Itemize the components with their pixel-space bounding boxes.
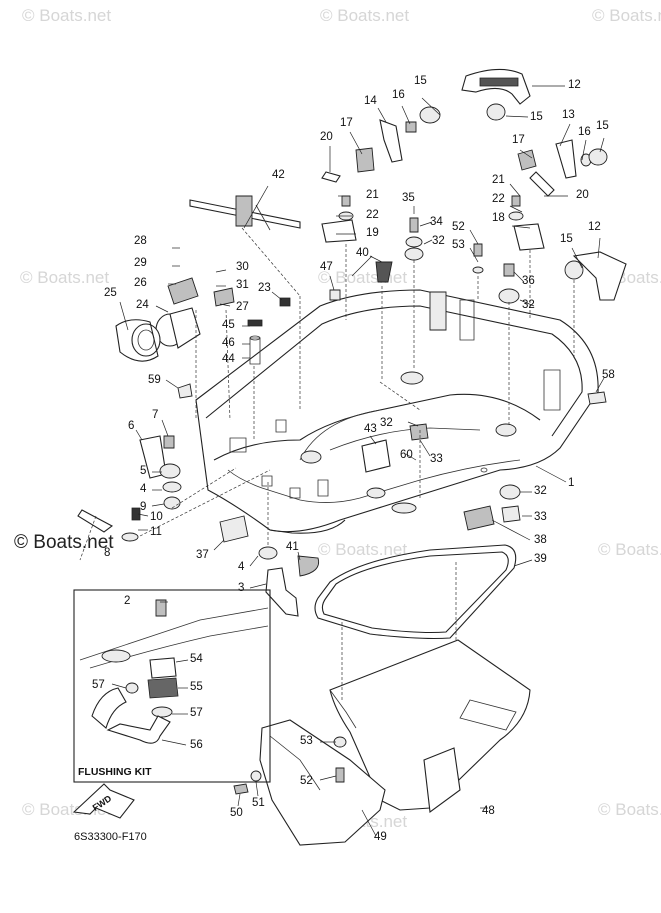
callout-27: 27: [236, 301, 249, 313]
callout-6: 6: [128, 420, 135, 432]
callout-10: 10: [150, 511, 163, 523]
callout-53: 53: [300, 735, 313, 747]
callout-49: 49: [374, 831, 387, 843]
callout-9: 9: [140, 501, 147, 513]
callout-8: 8: [104, 547, 111, 559]
callout-18: 18: [492, 212, 505, 224]
callout-40: 40: [356, 247, 369, 259]
watermark: © Boats.net: [598, 540, 661, 559]
callout-21: 21: [366, 189, 379, 201]
callout-54: 54: [190, 653, 203, 665]
bottom-cowling: [195, 289, 599, 534]
callout-29: 29: [134, 257, 147, 269]
callout-3: 3: [238, 582, 245, 594]
callout-33: 33: [534, 511, 547, 523]
callout-19: 19: [366, 227, 379, 239]
callout-58: 58: [602, 369, 615, 381]
callout-25: 25: [104, 287, 117, 299]
flushing-kit: [73, 589, 271, 783]
callout-21: 21: [492, 174, 505, 186]
watermark: © Boats.net: [318, 540, 408, 559]
callout-57: 57: [190, 707, 203, 719]
callout-12: 12: [588, 221, 601, 233]
fwd-arrow: [72, 783, 135, 819]
callout-43: 43: [364, 423, 377, 435]
callout-57: 57: [92, 679, 105, 691]
callout-2: 2: [124, 595, 131, 607]
callout-39: 39: [534, 553, 547, 565]
callout-42: 42: [272, 169, 285, 181]
callout-20: 20: [320, 131, 333, 143]
callout-52: 52: [300, 775, 313, 787]
callout-22: 22: [366, 209, 379, 221]
flushing-kit-title: FLUSHING KIT: [78, 766, 152, 778]
callout-14: 14: [364, 95, 377, 107]
watermark: © Boats.net: [320, 6, 410, 25]
callout-32: 32: [522, 299, 535, 311]
callout-17: 17: [340, 117, 353, 129]
callout-5: 5: [140, 465, 147, 477]
callout-36: 36: [522, 275, 535, 287]
watermark: © Boats.net: [22, 6, 112, 25]
callout-33: 33: [430, 453, 443, 465]
shift-lever: [77, 435, 249, 543]
leader-lines: [79, 85, 605, 837]
callout-47: 47: [320, 261, 333, 273]
callout-13: 13: [562, 109, 575, 121]
callout-34: 34: [430, 216, 443, 228]
callout-45: 45: [222, 319, 235, 331]
watermark-overlay: © Boats.net: [14, 532, 114, 553]
figure-code: 6S33300-F170: [74, 831, 147, 843]
callout-11: 11: [150, 526, 162, 538]
callout-50: 50: [230, 807, 243, 819]
callout-15: 15: [530, 111, 543, 123]
callout-38: 38: [534, 534, 547, 546]
callout-52: 52: [452, 221, 465, 233]
callout-12: 12: [568, 79, 581, 91]
remote-control-bracket: [115, 277, 291, 399]
callout-16: 16: [392, 89, 405, 101]
shift-rod: [189, 195, 301, 231]
callout-44: 44: [222, 353, 235, 365]
callout-20: 20: [576, 189, 589, 201]
callout-46: 46: [222, 337, 235, 349]
callout-26: 26: [134, 277, 147, 289]
callout-22: 22: [492, 193, 505, 205]
callout-28: 28: [134, 235, 147, 247]
callout-7: 7: [152, 409, 159, 421]
callout-37: 37: [196, 549, 209, 561]
callout-4: 4: [140, 483, 147, 495]
callout-60: 60: [400, 449, 413, 461]
callout-16: 16: [578, 126, 591, 138]
callout-15: 15: [560, 233, 573, 245]
callout-4: 4: [238, 561, 245, 573]
watermark: © Boats.net: [20, 268, 110, 287]
callout-31: 31: [236, 279, 249, 291]
callout-51: 51: [252, 797, 265, 809]
watermark: © Boats.net: [592, 6, 661, 25]
callout-24: 24: [136, 299, 149, 311]
callout-32: 32: [534, 485, 547, 497]
callout-1: 1: [568, 477, 575, 489]
callout-48: 48: [482, 805, 495, 817]
callout-53: 53: [452, 239, 465, 251]
callout-17: 17: [512, 134, 525, 146]
callout-56: 56: [190, 739, 203, 751]
callout-23: 23: [258, 282, 271, 294]
callout-59: 59: [148, 374, 161, 386]
callout-15: 15: [414, 75, 427, 87]
callout-32: 32: [432, 235, 445, 247]
callout-30: 30: [236, 261, 249, 273]
callout-32: 32: [380, 417, 393, 429]
callout-55: 55: [190, 681, 203, 693]
watermark: © Boats.net: [598, 800, 661, 819]
callout-15: 15: [596, 120, 609, 132]
callout-35: 35: [402, 192, 415, 204]
handle: [321, 68, 627, 531]
callout-41: 41: [286, 541, 299, 553]
